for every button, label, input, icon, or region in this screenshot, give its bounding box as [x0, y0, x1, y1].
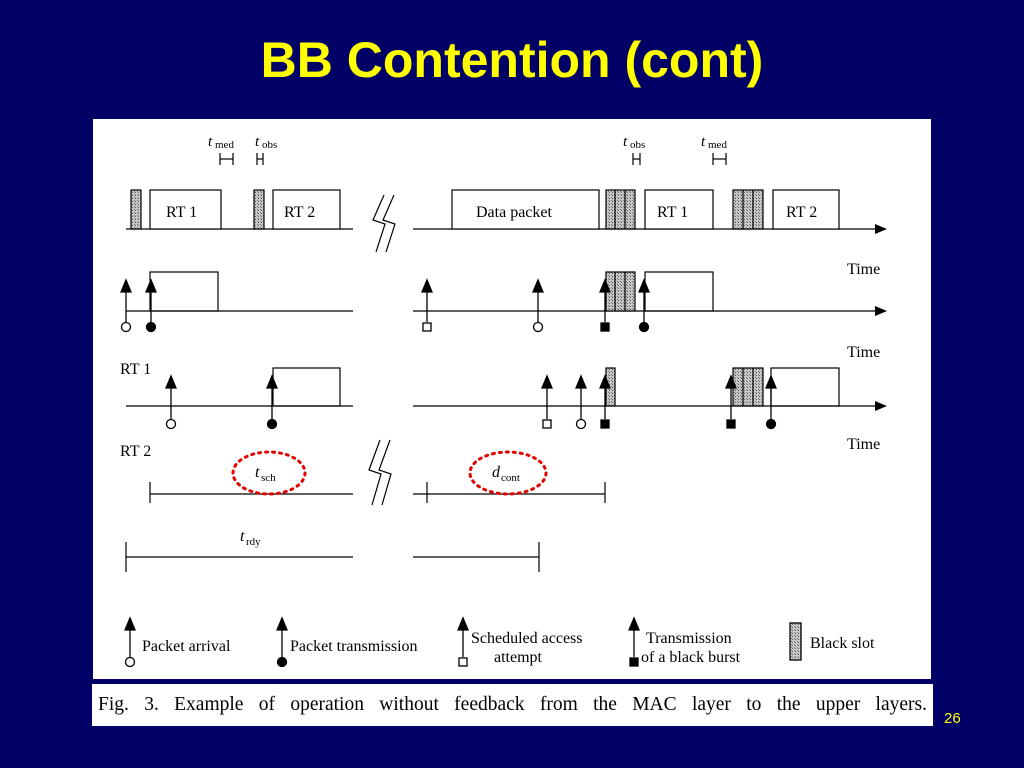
legend-scheduled-line1: Scheduled access	[471, 630, 583, 647]
t-obs-sub-left: obs	[262, 139, 277, 151]
t-med-label-left: t	[208, 134, 213, 150]
rt1-events	[120, 278, 650, 333]
figure-caption: Fig. 3. Example of operation without fee…	[92, 684, 933, 726]
legend-packet-arrival: Packet arrival	[142, 638, 231, 655]
t-rdy-interval	[125, 542, 540, 572]
t-sch-label: t	[255, 464, 260, 481]
rt2-timeline	[126, 367, 887, 411]
t-obs-marker-right	[632, 153, 641, 165]
t-med-label-right: t	[701, 134, 706, 150]
legend	[124, 616, 802, 668]
slide-title: BB Contention (cont)	[260, 32, 764, 88]
t-obs-sub-right: obs	[630, 139, 645, 151]
time-axis-label-1: Time	[847, 261, 880, 278]
t-med-sub-right: med	[708, 139, 727, 151]
channel-box-rt1-left: RT 1	[166, 204, 197, 221]
t-rdy-sub: rdy	[246, 536, 261, 548]
t-sch-sub: sch	[261, 472, 276, 484]
channel-box-data-packet: Data packet	[476, 204, 553, 221]
legend-black-burst-line1: Transmission	[646, 630, 732, 647]
legend-black-slot: Black slot	[810, 635, 875, 652]
row-label-rt2: RT 2	[120, 443, 151, 460]
rt1-timeline	[126, 271, 887, 316]
time-break-bottom	[368, 439, 392, 506]
t-sch-highlight	[231, 450, 307, 496]
timing-diagram: t med t obs t obs t med RT 1 RT 2 Data p…	[93, 119, 931, 679]
t-med-marker-right	[712, 153, 727, 165]
rt2-events	[165, 374, 777, 430]
legend-scheduled-line2: attempt	[494, 649, 543, 666]
d-cont-sub: cont	[501, 472, 520, 484]
legend-packet-transmission: Packet transmission	[290, 638, 418, 655]
legend-black-burst-line2: of a black burst	[641, 649, 741, 666]
t-obs-label-right: t	[623, 134, 628, 150]
t-med-sub-left: med	[215, 139, 234, 151]
page-number: 26	[944, 710, 961, 727]
t-sch-interval	[149, 482, 353, 503]
channel-box-rt2-right: RT 2	[786, 204, 817, 221]
t-obs-marker-left	[256, 153, 264, 165]
channel-timeline	[126, 189, 887, 234]
time-axis-label-3: Time	[847, 436, 880, 453]
time-break-top	[372, 194, 396, 253]
channel-box-rt2-left: RT 2	[284, 204, 315, 221]
d-cont-interval	[413, 482, 606, 503]
row-label-rt1: RT 1	[120, 361, 151, 378]
d-cont-highlight	[468, 450, 548, 496]
t-rdy-label: t	[240, 528, 245, 545]
channel-box-rt1-right: RT 1	[657, 204, 688, 221]
time-axis-label-2: Time	[847, 344, 880, 361]
d-cont-label: d	[492, 464, 501, 481]
t-obs-label-left: t	[255, 134, 260, 150]
t-med-marker-left	[219, 153, 234, 165]
